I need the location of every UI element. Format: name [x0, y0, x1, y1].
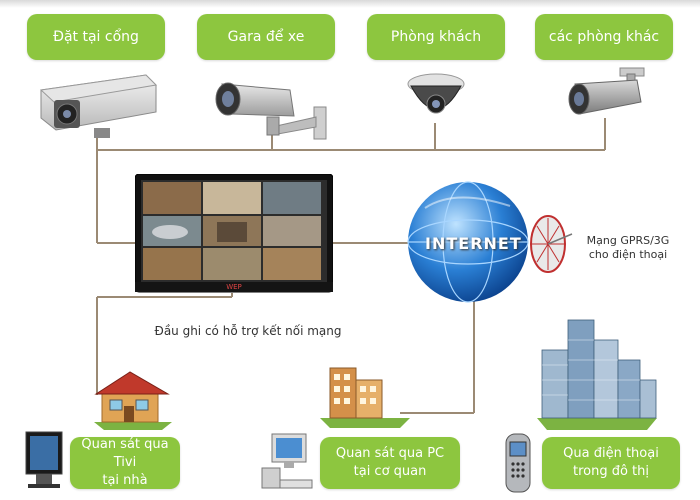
dvr-monitor-icon [135, 174, 333, 293]
output-phone-line1: Qua điện thoại [563, 446, 659, 461]
camera-label-other-rooms: các phòng khác [535, 14, 673, 60]
dvr-caption: Đầu ghi có hỗ trợ kết nối mạng [154, 324, 342, 338]
buildings-icon [320, 367, 410, 428]
pc-icon [261, 433, 313, 489]
phone-icon [505, 433, 531, 493]
internet-label: INTERNET [425, 234, 522, 253]
bullet-camera-icon [568, 67, 645, 115]
top-strip [0, 0, 700, 8]
dvr-brand-label: WEP [226, 283, 242, 291]
camera-label-garage: Gara để xe [197, 14, 335, 60]
output-phone-pill: Qua điện thoại trong đô thị [542, 437, 680, 489]
output-phone-line2: trong đô thị [572, 464, 650, 479]
internet-globe-icon [407, 181, 529, 303]
camera-label-gate: Đặt tại cổng [27, 14, 165, 60]
output-tv-pill: Quan sát qua Tivi tại nhà [70, 437, 180, 489]
output-tv-line2: tại nhà [102, 473, 148, 488]
mobile-network-caption: Mạng GPRS/3G cho điện thoại [578, 234, 678, 262]
box-camera-icon [39, 74, 158, 138]
output-tv-line1: Quan sát qua Tivi [81, 437, 169, 470]
mobile-network-line2: cho điện thoại [588, 248, 668, 261]
output-pc-pill: Quan sát qua PC tại cơ quan [320, 437, 460, 489]
output-pc-line1: Quan sát qua PC [335, 446, 445, 461]
camera-label-living-room: Phòng khách [367, 14, 505, 60]
output-pc-line2: tại cơ quan [353, 464, 427, 479]
satellite-dish-icon [530, 215, 573, 273]
arm-camera-icon [215, 82, 327, 140]
city-buildings-icon [537, 319, 657, 430]
house-icon [94, 371, 172, 430]
dome-camera-icon [407, 73, 465, 114]
tv-icon [25, 431, 63, 488]
mobile-network-line1: Mạng GPRS/3G [586, 234, 670, 247]
